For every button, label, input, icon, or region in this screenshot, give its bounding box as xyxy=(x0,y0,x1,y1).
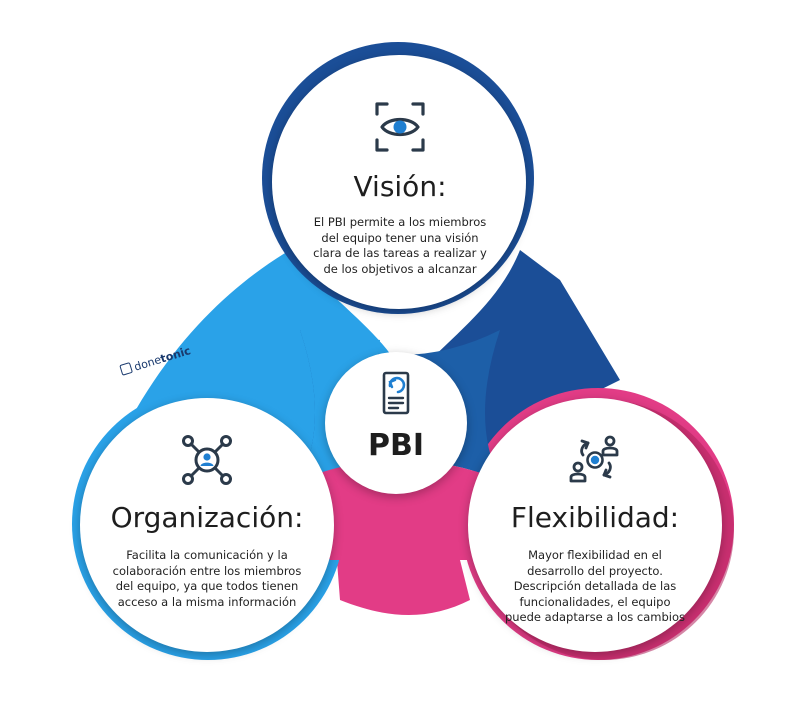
people-cycle-icon xyxy=(478,433,712,487)
flexibility-title: Flexibilidad: xyxy=(510,501,680,534)
center-node: PBI xyxy=(345,370,447,463)
center-circle xyxy=(325,352,467,494)
organization-description: Facilita la comunicación y la colaboraci… xyxy=(112,548,302,609)
center-fill-bottom xyxy=(300,460,500,560)
vision-circle xyxy=(272,55,526,309)
organization-node: Organización: Facilita la comunicación y… xyxy=(90,433,324,610)
vision-node: Visión: El PBI permite a los miembros de… xyxy=(300,100,500,277)
flexibility-node: Flexibilidad: Mayor flexibilidad en el d… xyxy=(478,433,712,626)
flexibility-description: Mayor flexibilidad en el desarrollo del … xyxy=(504,548,686,624)
vision-title: Visión: xyxy=(353,170,447,203)
organization-circle xyxy=(80,398,334,652)
center-label: PBI xyxy=(367,428,424,463)
checkbox-logo-icon xyxy=(119,362,133,376)
flexibility-circle xyxy=(468,398,722,652)
vision-description: El PBI permite a los miembros del equipo… xyxy=(313,215,487,276)
team-network-icon xyxy=(90,433,324,487)
organization-title: Organización: xyxy=(110,501,304,534)
document-scrum-icon xyxy=(345,370,447,416)
eye-focus-icon xyxy=(300,100,500,154)
